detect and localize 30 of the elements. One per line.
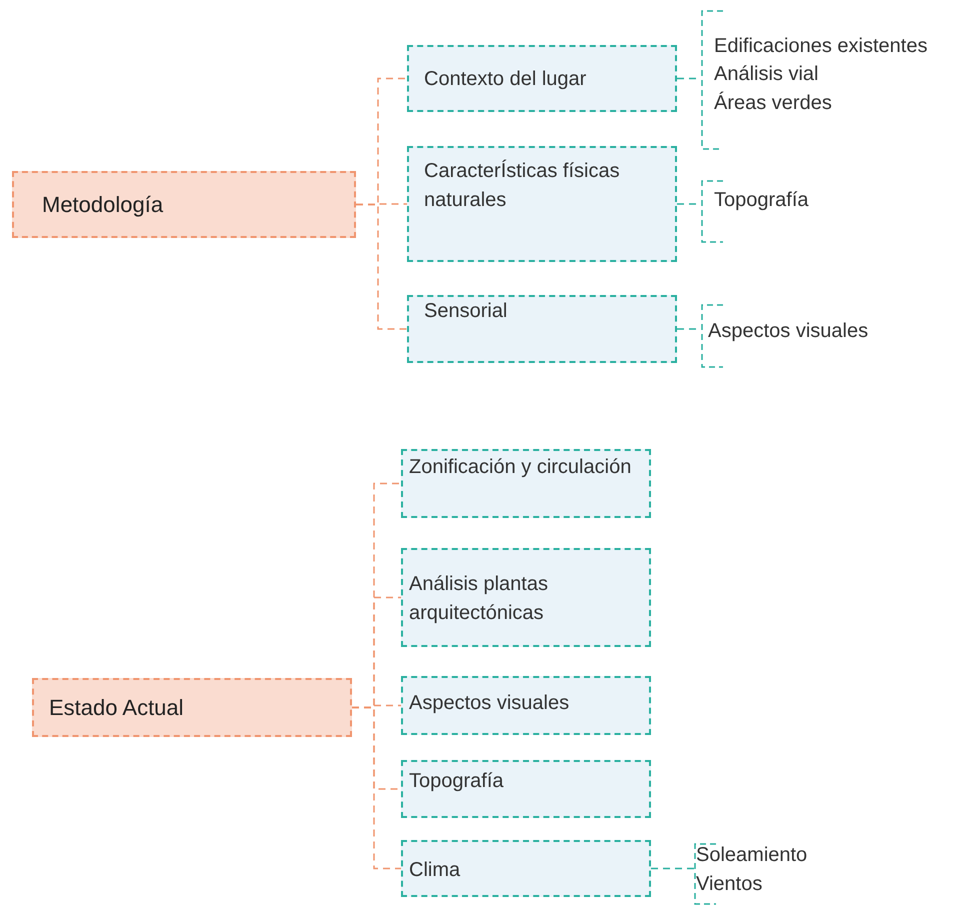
box-label: Metodología <box>42 192 164 218</box>
topic-box <box>407 45 677 112</box>
topic-box <box>401 676 651 735</box>
list-item-text: Soleamiento <box>696 843 808 868</box>
topic-box <box>407 146 677 262</box>
box-label: Estado Actual <box>49 694 184 720</box>
box-label: Clima <box>409 859 460 881</box>
box-label: Análisis plantas arquitectónicas <box>409 573 548 624</box>
list-item-text: Áreas verdes <box>714 90 832 116</box>
box-label: Topografía <box>409 770 504 792</box>
connector-line <box>651 868 694 870</box>
box-label: Contexto del lugar <box>424 68 586 90</box>
category-box <box>12 171 356 238</box>
box-label: Sensorial <box>424 300 508 322</box>
list-item-text: Topografía <box>714 188 809 213</box>
list-item-text: Aspectos visuales <box>708 319 868 344</box>
list-item-text: Edificaciones existentes <box>714 34 928 59</box>
box-label: Zonificación y circulación <box>409 456 632 478</box>
list-item-text: Análisis vial <box>714 62 818 87</box>
topic-box <box>401 449 651 518</box>
topic-box <box>401 760 651 818</box>
topic-box <box>401 840 651 897</box>
topic-box <box>407 295 677 363</box>
category-box <box>32 678 352 737</box>
box-label: Aspectos visuales <box>409 692 570 714</box>
list-item-text: Vientos <box>696 872 762 897</box>
connector-line <box>356 204 407 330</box>
topic-box <box>401 548 651 647</box>
connector-line <box>352 706 401 870</box>
box-label: CaracterÍsticas físicas naturales <box>424 160 620 211</box>
